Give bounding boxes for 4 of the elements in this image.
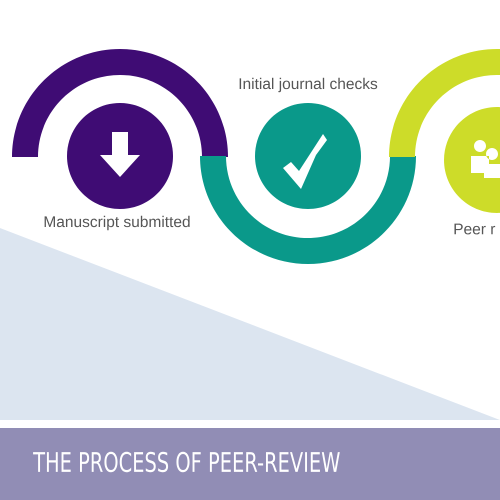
node-label: Peer r: [454, 224, 496, 234]
title-banner: THE PROCESS OF PEER-REVIEW: [0, 428, 500, 500]
node-label: Initial journal checks: [240, 78, 378, 92]
node-label: Manuscript submitted: [44, 216, 190, 230]
